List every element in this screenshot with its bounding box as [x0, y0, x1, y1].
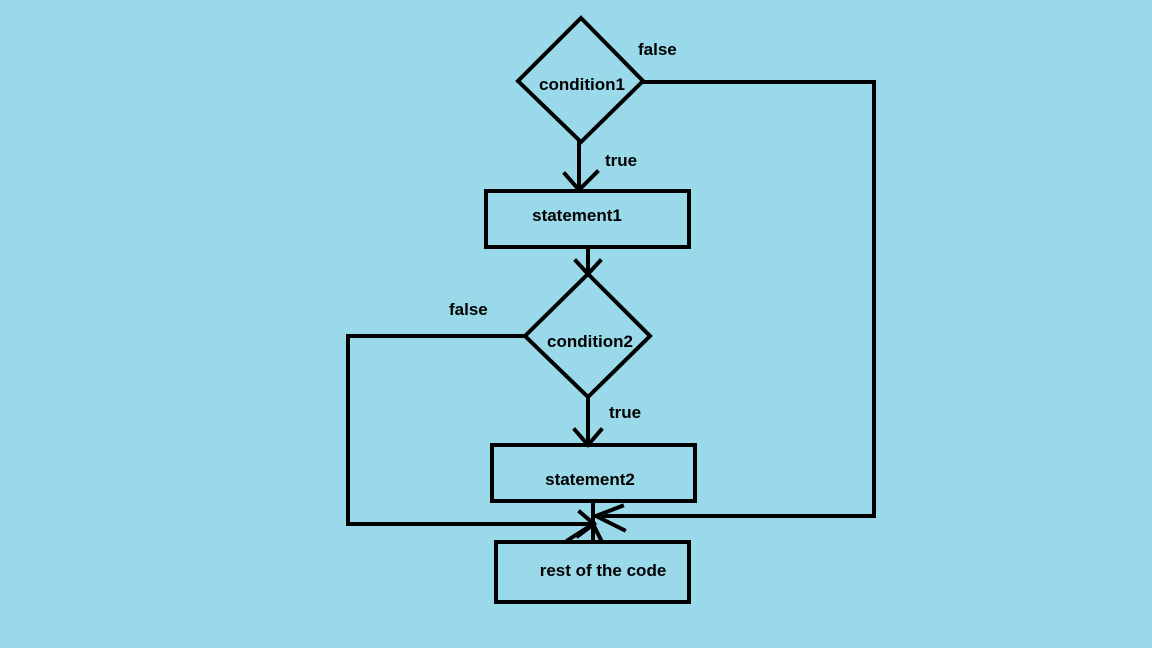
condition2-true-label: true — [609, 403, 641, 422]
statement1-label: statement1 — [532, 206, 622, 225]
rest-of-code-label: rest of the code — [540, 561, 667, 580]
condition1-false-arrowhead — [591, 503, 627, 533]
condition1-false-label: false — [638, 40, 677, 59]
condition1-label: condition1 — [539, 75, 625, 94]
rest-of-code-box — [494, 540, 691, 604]
condition1-false-edge — [594, 80, 876, 518]
condition2-label: condition2 — [547, 332, 633, 351]
condition2-false-label: false — [449, 300, 488, 319]
condition2-false-edge — [346, 334, 596, 526]
statement2-to-rest-arrowhead — [565, 521, 604, 543]
condition1-true-label: true — [605, 151, 637, 170]
statement2-label: statement2 — [545, 470, 635, 489]
